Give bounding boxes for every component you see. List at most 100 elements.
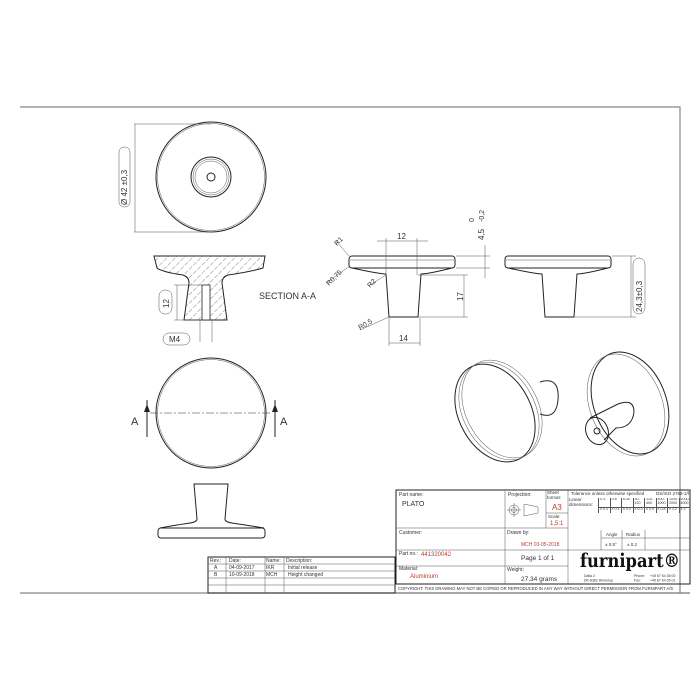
material: Aluminium [410,574,438,580]
linear-column: 6-30 ± 0.2 [621,498,633,513]
linear-column: 3-6 ± 0.1 [609,498,621,513]
radius-r2: R2 [366,278,377,289]
linear-range: 2000-4000 [680,498,690,505]
scale-label: Scale: [548,514,561,519]
linear-tolerance: ± 0.2 [622,507,633,511]
rev-row-name: MCH [266,572,278,578]
rev-header-date: Date: [229,558,241,564]
rev-header-name: Name: [266,558,281,564]
radius-r1: R1 [333,236,344,247]
page-number: Page 1 of 1 [521,555,555,562]
linear-column: 2000-4000 ± 2 [678,498,690,513]
rev-row-description: Initial release [288,565,318,571]
linear-range: 3-6 [611,498,617,501]
radius-tolerance: ± 0.2 [627,542,637,547]
tolerance-standard: DS/ISO 2768-1/f [656,491,690,496]
linear-range: 400-1000 [657,498,666,505]
radius-r075: R0,75 [325,269,343,287]
scale: 1,5:1 [550,521,564,527]
drawn-by: MCH 03-05-2018 [521,542,560,548]
rev-row-date: 04-09-2017 [229,565,255,571]
rev-row-rev: B [214,572,218,578]
projection-label: Projection: [508,492,532,498]
linear-range: 30-120 [634,498,641,505]
sheet-format: A3 [552,503,562,512]
isometric-view-front [454,359,559,463]
rev-row-rev: A [214,565,218,571]
material-label: Material: [399,566,418,572]
thickness-tol-upper: 0 [469,218,476,222]
radius-label: Radius [626,532,641,537]
top-view: Ø 42 ±0,3 [118,121,267,233]
address-line-2: DK-8382 Hinnerup [584,579,613,583]
rev-row-name: IKR [266,565,275,571]
isometric-view-back [585,351,670,457]
linear-tolerance: ± 0.5 [645,507,656,511]
linear-tolerance-table: Linear dimensions: 0-3 ± 0.1 3-6 ± 0.1 6-30 ±… [569,498,690,513]
dim-12-top: 12 [397,232,406,241]
address-line-1: Dalla 2 [584,574,595,578]
part-no: 441320042 [421,552,452,558]
linear-range: 0-3 [600,498,606,501]
linear-dimensions-label: Linear dimensions: [569,498,594,507]
section-view: 12 M4 SECTION A-A [153,255,316,346]
rev-header-rev: Rev.: [210,558,221,564]
drawn-by-label: Drawn by: [507,530,530,536]
radius-r05: R0,5 [358,318,374,332]
phone: +45 87 64 35 00 [650,574,675,578]
linear-column: 1000-2000 ± 1.2 [667,498,679,513]
linear-tolerance: ± 0.1 [599,507,610,511]
linear-column: 0-3 ± 0.1 [598,498,610,513]
third-angle-projection-icon [507,503,539,517]
copyright-notice: COPYRIGHT: THIS DRAWING MAY NOT BE COPIE… [398,586,673,591]
dim-14: 14 [399,334,408,343]
customer-label: Customer: [399,530,422,536]
fax-label: Fax: [634,579,641,583]
fax: +45 87 64 35 01 [650,579,675,583]
linear-tolerance: ± 0.8 [656,507,667,511]
dim-12-section: 12 [162,299,171,308]
furnipart-logo: furnipart® [580,550,680,572]
part-name: PLATO [402,501,425,508]
section-mark-left: A [131,416,139,428]
side-view: 24,3±0,3 [504,255,646,318]
linear-range: 120-400 [646,498,654,505]
phone-label: Phone: [634,574,645,578]
tolerance-title: Tolerance unless otherwise specified [571,491,645,496]
angle-label: Angle [606,532,618,537]
linear-tolerance: ± 1.2 [668,507,679,511]
height-dimension: 24,3±0,3 [635,280,644,312]
linear-column: 120-400 ± 0.5 [644,498,656,513]
linear-tolerance: ± 0.3 [633,507,644,511]
diameter-dimension: Ø 42 ±0,3 [120,169,129,205]
weight-label: Weight: [507,567,524,573]
thickness-tol-lower: -0,2 [479,210,486,222]
dim-17: 17 [456,292,465,301]
section-label: SECTION A-A [259,291,316,301]
revision-table: Rev.: Date: Name: Description: A 04-09-2… [207,556,396,594]
front-view: 12 4,5 0 -0,2 17 14 R1 R0,75 R2 R0,5 [325,210,490,346]
linear-range: 6-30 [623,498,631,501]
weight: 27.34 grams [521,576,558,583]
rev-row-date: 10-09-2018 [229,572,255,578]
title-block: Part name: PLATO Projection: Sheet forma… [395,489,691,594]
part-no-label: Part no.: [399,551,418,557]
lower-front-view [157,483,266,539]
thickness-dimension: 4,5 [477,228,486,240]
linear-range: 1000-2000 [669,498,679,505]
linear-column: 400-1000 ± 0.8 [655,498,667,513]
angle-tolerance: ± 0.5° [605,542,617,547]
linear-column: 30-120 ± 0.3 [632,498,644,513]
linear-tolerance: ± 2 [679,507,690,513]
bottom-view: A A [131,357,288,469]
thread-label: M4 [169,335,181,344]
section-mark-right: A [280,416,288,428]
linear-tolerance: ± 0.1 [610,507,621,511]
rev-row-description: Height changed [288,572,323,578]
drawing-frame [20,106,681,593]
part-name-label: Part name: [399,492,423,498]
sheet-format-label: Sheet format: [547,491,562,500]
